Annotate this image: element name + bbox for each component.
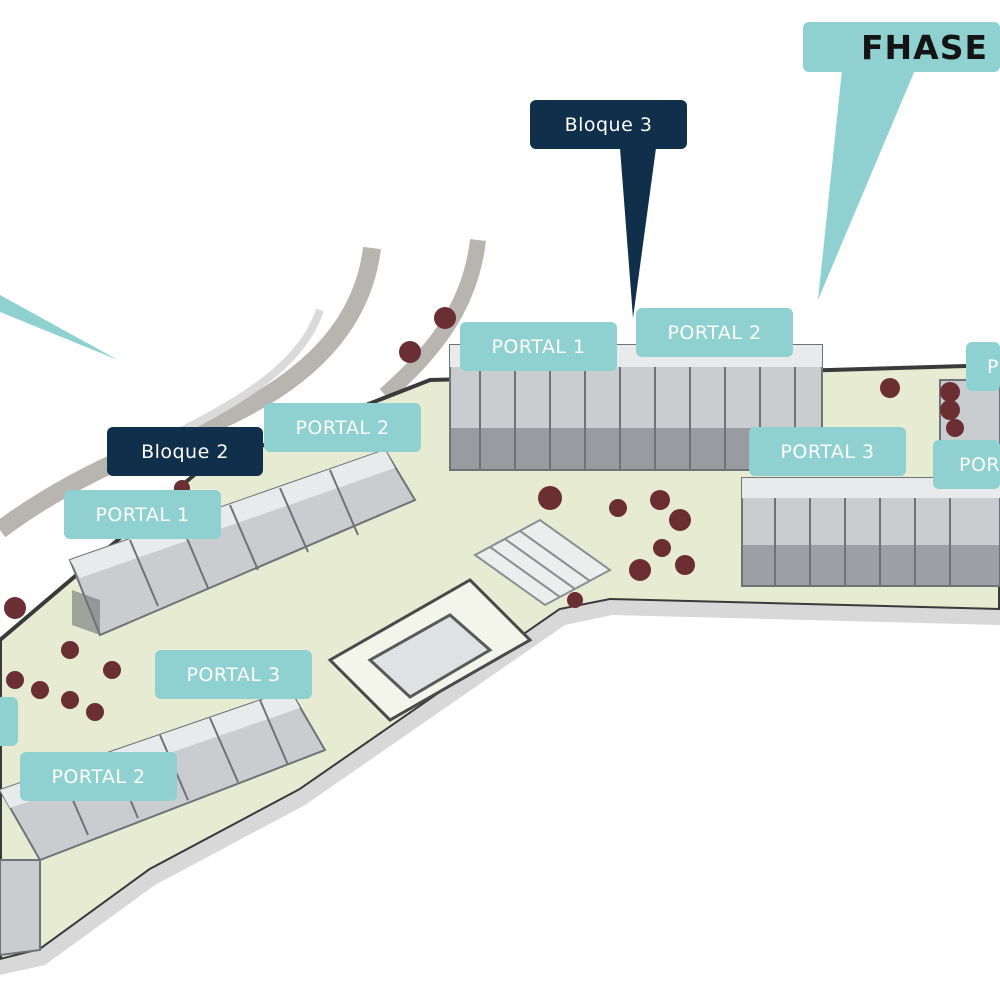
bloque-1-portal-2-label[interactable]: PORTAL 2 (20, 752, 177, 801)
bloque-3-portal-2-label[interactable]: PORTAL 2 (636, 308, 793, 357)
right-portal-partial-top-label[interactable]: P (966, 342, 1000, 391)
left-pointer (0, 295, 118, 360)
bloque-1-portal-partial-label[interactable] (0, 697, 18, 746)
bloque-2-portal-1-label[interactable]: PORTAL 1 (64, 490, 221, 539)
right-portal-3-label[interactable]: PORTAL 3 (749, 427, 906, 476)
pergola (473, 518, 612, 607)
phase-title: FHASE (803, 22, 1000, 72)
bloque-3-pointer (620, 148, 656, 318)
fhase-pointer (818, 70, 915, 300)
bloque-2-portal-3-label[interactable]: PORTAL 3 (155, 650, 312, 699)
bloque-3-label[interactable]: Bloque 3 (530, 100, 687, 149)
bloque-2-building (68, 448, 417, 637)
trees (4, 307, 964, 721)
bloque-2-portal-2-label[interactable]: PORTAL 2 (264, 403, 421, 452)
pool (367, 613, 493, 699)
bloque-3-portal-1-label[interactable]: PORTAL 1 (460, 322, 617, 371)
bloque-2-label[interactable]: Bloque 2 (107, 427, 263, 476)
right-portal-partial-mid-label[interactable]: POR (933, 440, 1000, 489)
